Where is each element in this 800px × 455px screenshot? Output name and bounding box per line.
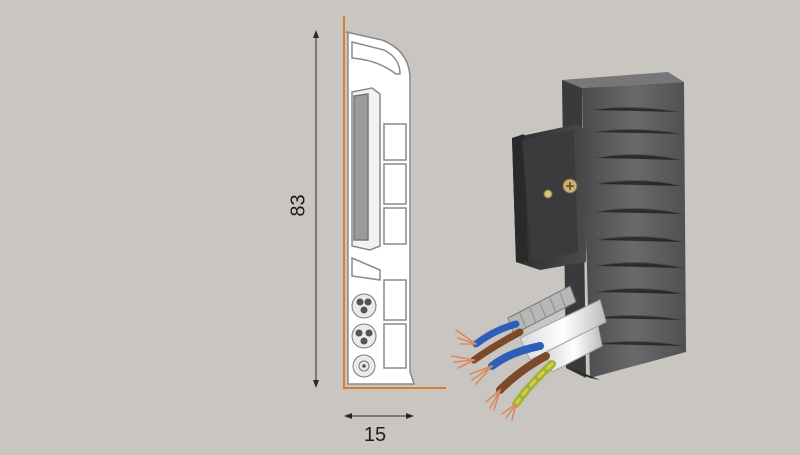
width-dimension-label: 15 bbox=[363, 424, 387, 446]
height-dimension bbox=[313, 30, 319, 388]
wall-floor-edge bbox=[343, 16, 446, 389]
height-dimension-label: 83 bbox=[287, 194, 310, 217]
cable-cross-sections bbox=[351, 293, 377, 378]
width-dimension bbox=[344, 413, 414, 419]
cables bbox=[451, 285, 607, 421]
mounting-clip bbox=[512, 124, 588, 270]
